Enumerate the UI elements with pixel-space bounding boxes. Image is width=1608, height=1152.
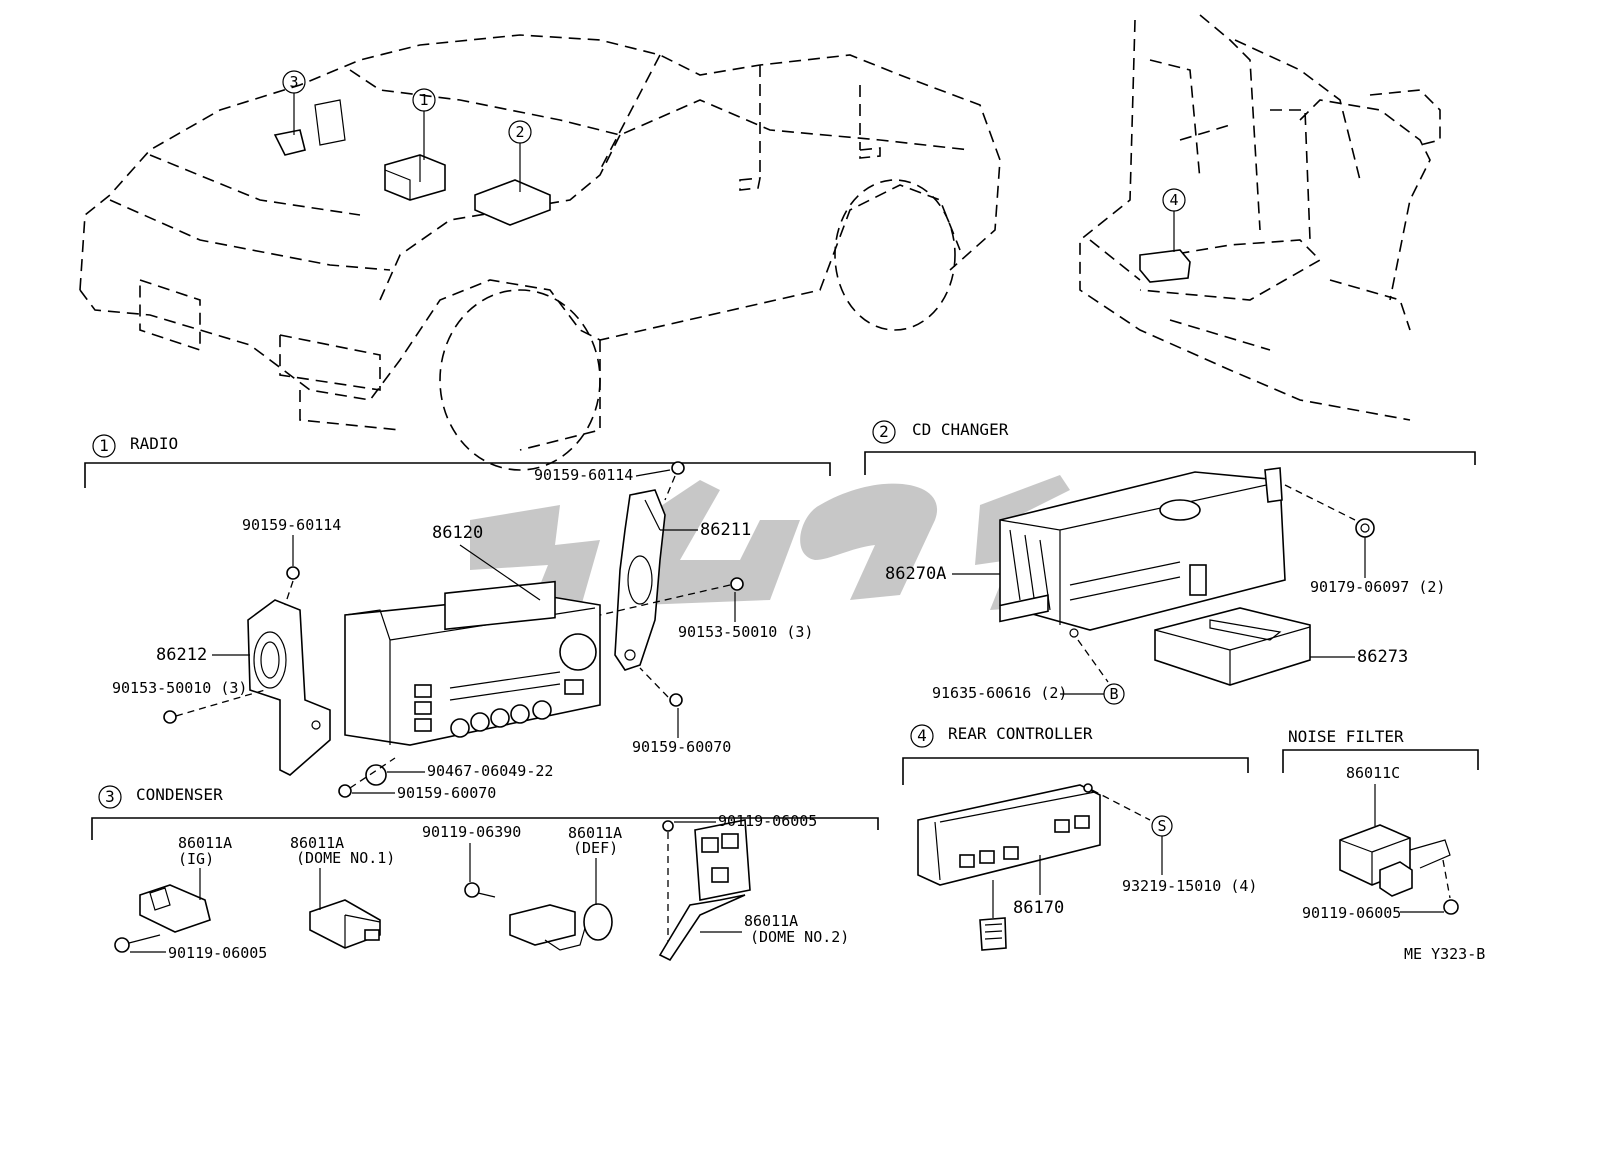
svg-text:86011A: 86011A <box>568 824 622 842</box>
section-rear-controller: 4 REAR CONTROLLER <box>902 724 1249 785</box>
svg-text:3: 3 <box>105 787 115 806</box>
svg-text:90119-06005: 90119-06005 <box>1302 904 1401 922</box>
rear-controller-unit <box>917 594 1151 951</box>
svg-text:90119-06390: 90119-06390 <box>422 823 521 841</box>
vehicle-outline <box>79 34 1001 471</box>
cd-labels: 86270A 86273 90179-06097 (2) 91635-60616… <box>885 537 1445 702</box>
car-cd-unit <box>474 179 551 226</box>
svg-text:90153-50010 (3): 90153-50010 (3) <box>112 679 247 697</box>
svg-text:2: 2 <box>515 123 524 141</box>
bracket-86212 <box>247 599 331 776</box>
rear-seat-outline <box>1079 14 1441 421</box>
svg-text:3: 3 <box>289 73 298 91</box>
cd-changer-unit <box>999 467 1286 638</box>
seat-controller-unit <box>1139 249 1191 283</box>
noise-filter-unit: 86011C 90119-06005 <box>1302 764 1459 922</box>
condenser-def: 90119-06390 86011A (DEF) <box>422 823 622 951</box>
symbol-s: S <box>1151 815 1173 837</box>
condenser-dome2: 90119-06005 86011A (DOME NO.2) <box>658 812 849 962</box>
svg-text:RADIO: RADIO <box>130 434 178 453</box>
section-cd-changer: 2 CD CHANGER <box>864 420 1476 475</box>
svg-text:86273: 86273 <box>1357 647 1408 667</box>
svg-text:4: 4 <box>917 726 927 745</box>
svg-text:1: 1 <box>419 91 428 109</box>
svg-text:90119-06005: 90119-06005 <box>168 944 267 962</box>
rear-labels: 86170 93219-15010 (4) <box>1013 836 1257 918</box>
svg-text:90159-60070: 90159-60070 <box>397 784 496 802</box>
svg-text:86211: 86211 <box>700 520 751 540</box>
callout-1: 1 <box>412 88 436 160</box>
svg-text:86212: 86212 <box>156 645 207 665</box>
svg-text:REAR CONTROLLER: REAR CONTROLLER <box>948 724 1093 743</box>
nut-icon <box>1355 518 1375 538</box>
callout-4: 4 <box>1162 188 1186 252</box>
car-condenser-unit <box>273 99 346 156</box>
svg-text:1: 1 <box>99 436 109 455</box>
svg-text:(IG): (IG) <box>178 850 214 868</box>
svg-text:4: 4 <box>1169 191 1178 209</box>
drawing-code: ME Y323-B <box>1404 945 1485 963</box>
svg-text:86170: 86170 <box>1013 898 1064 918</box>
section-radio: 1 RADIO <box>84 434 831 488</box>
condenser-dome1: 86011A (DOME NO.1) <box>290 834 395 949</box>
radio-dashed-leaders <box>175 475 731 789</box>
svg-text:86011A: 86011A <box>744 912 798 930</box>
cd-magazine <box>1154 607 1311 686</box>
svg-text:90153-50010 (3): 90153-50010 (3) <box>678 623 813 641</box>
symbol-b: B <box>1103 683 1125 705</box>
svg-text:90159-60114: 90159-60114 <box>242 516 341 534</box>
callout-2: 2 <box>508 120 532 192</box>
radio-head-unit <box>344 580 601 746</box>
svg-text:90467-06049-22: 90467-06049-22 <box>427 762 553 780</box>
svg-text:86120: 86120 <box>432 523 483 543</box>
svg-text:91635-60616 (2): 91635-60616 (2) <box>932 684 1067 702</box>
radio-labels: 86120 86211 86212 90159-60114 90159-6011… <box>112 466 813 802</box>
svg-text:2: 2 <box>879 422 889 441</box>
svg-text:NOISE FILTER: NOISE FILTER <box>1288 727 1404 746</box>
svg-text:(DOME NO.2): (DOME NO.2) <box>750 928 849 946</box>
svg-text:93219-15010 (4): 93219-15010 (4) <box>1122 877 1257 895</box>
svg-text:86270A: 86270A <box>885 564 946 584</box>
svg-text:90159-60114: 90159-60114 <box>534 466 633 484</box>
svg-text:CD CHANGER: CD CHANGER <box>912 420 1009 439</box>
svg-text:S: S <box>1157 817 1166 835</box>
bracket-86211 <box>614 489 666 671</box>
svg-text:90179-06097 (2): 90179-06097 (2) <box>1310 578 1445 596</box>
svg-text:(DOME NO.1): (DOME NO.1) <box>296 849 395 867</box>
section-condenser: 3 CONDENSER <box>91 785 879 840</box>
svg-text:(DEF): (DEF) <box>573 839 618 857</box>
car-radio-unit <box>384 154 446 201</box>
svg-text:90119-06005: 90119-06005 <box>718 812 817 830</box>
svg-text:86011C: 86011C <box>1346 764 1400 782</box>
svg-text:86011A: 86011A <box>290 834 344 852</box>
screw-icon <box>163 461 744 798</box>
condenser-ig: 86011A (IG) 90119-06005 <box>114 834 267 962</box>
svg-text:90159-60070: 90159-60070 <box>632 738 731 756</box>
cd-dashed-leaders <box>1077 484 1356 683</box>
svg-text:86011A: 86011A <box>178 834 232 852</box>
section-noise-filter: NOISE FILTER <box>1282 727 1479 773</box>
callout-3: 3 <box>282 70 306 135</box>
svg-text:CONDENSER: CONDENSER <box>136 785 223 804</box>
svg-text:B: B <box>1109 685 1118 703</box>
watermark-logo <box>470 475 1082 615</box>
